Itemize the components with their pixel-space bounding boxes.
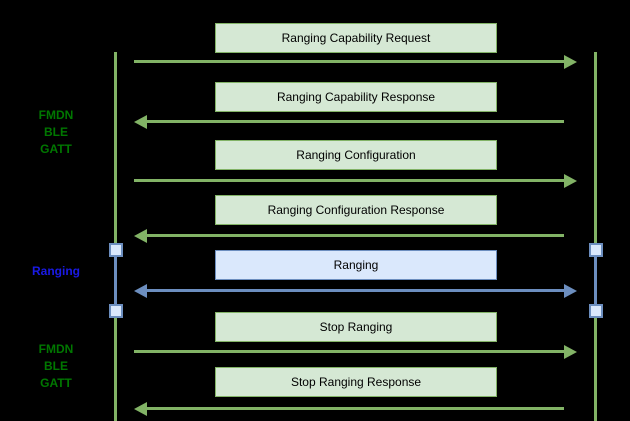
protocol-label-line: BLE [44, 359, 68, 373]
protocol-label-fmdn-ble-gatt-top: FMDN BLE GATT [0, 107, 112, 158]
message-box-stop-ranging-response: Stop Ranging Response [215, 367, 497, 397]
arrow-head-left-icon [134, 284, 147, 298]
session-endpoint-node-right-top [589, 243, 603, 257]
message-box-stop-ranging: Stop Ranging [215, 312, 497, 342]
message-arrow-right [134, 55, 577, 69]
arrow-head-right-icon [564, 345, 577, 359]
session-endpoint-node-right-bottom [589, 304, 603, 318]
session-endpoint-node-left-bottom [109, 304, 123, 318]
protocol-label-line: FMDN [38, 108, 74, 122]
arrow-head-right-icon [564, 284, 577, 298]
lifeline-right [594, 52, 597, 421]
arrow-shaft [145, 120, 564, 123]
message-label: Ranging Configuration [296, 148, 416, 162]
protocol-label-line: FMDN [38, 342, 74, 356]
ranging-session-segment-left [114, 245, 117, 317]
arrow-shaft [145, 289, 566, 292]
message-arrow-right [134, 345, 577, 359]
message-box-ranging-capability-response: Ranging Capability Response [215, 82, 497, 112]
session-endpoint-node-left-top [109, 243, 123, 257]
message-label: Ranging [333, 258, 379, 272]
ranging-session-segment-right [594, 245, 597, 317]
message-box-ranging: Ranging [215, 250, 497, 280]
message-arrow-left [134, 229, 564, 243]
arrow-shaft [145, 407, 564, 410]
arrow-head-left-icon [134, 229, 147, 243]
protocol-label-ranging: Ranging [0, 263, 112, 280]
message-arrow-left [134, 115, 564, 129]
arrow-shaft [134, 60, 566, 63]
message-box-ranging-configuration: Ranging Configuration [215, 140, 497, 170]
protocol-label-fmdn-ble-gatt-bottom: FMDN BLE GATT [0, 341, 112, 392]
message-label: Ranging Capability Request [281, 31, 431, 45]
protocol-label-line: BLE [44, 125, 68, 139]
arrow-head-left-icon [134, 115, 147, 129]
message-arrow-bidirectional [134, 284, 577, 298]
arrow-head-right-icon [564, 174, 577, 188]
arrow-shaft [134, 350, 566, 353]
protocol-label-line: GATT [40, 376, 72, 390]
arrow-head-left-icon [134, 402, 147, 416]
message-box-ranging-capability-request: Ranging Capability Request [215, 23, 497, 53]
message-label: Ranging Configuration Response [267, 203, 445, 217]
message-arrow-left [134, 402, 564, 416]
arrow-shaft [134, 179, 566, 182]
lifeline-left [114, 52, 117, 421]
arrow-shaft [145, 234, 564, 237]
message-label: Ranging Capability Response [276, 90, 436, 104]
message-box-ranging-configuration-response: Ranging Configuration Response [215, 195, 497, 225]
message-label: Stop Ranging [319, 320, 393, 334]
message-label: Stop Ranging Response [290, 375, 422, 389]
protocol-label-line: Ranging [32, 264, 80, 278]
message-arrow-right [134, 174, 577, 188]
protocol-label-line: GATT [40, 142, 72, 156]
arrow-head-right-icon [564, 55, 577, 69]
